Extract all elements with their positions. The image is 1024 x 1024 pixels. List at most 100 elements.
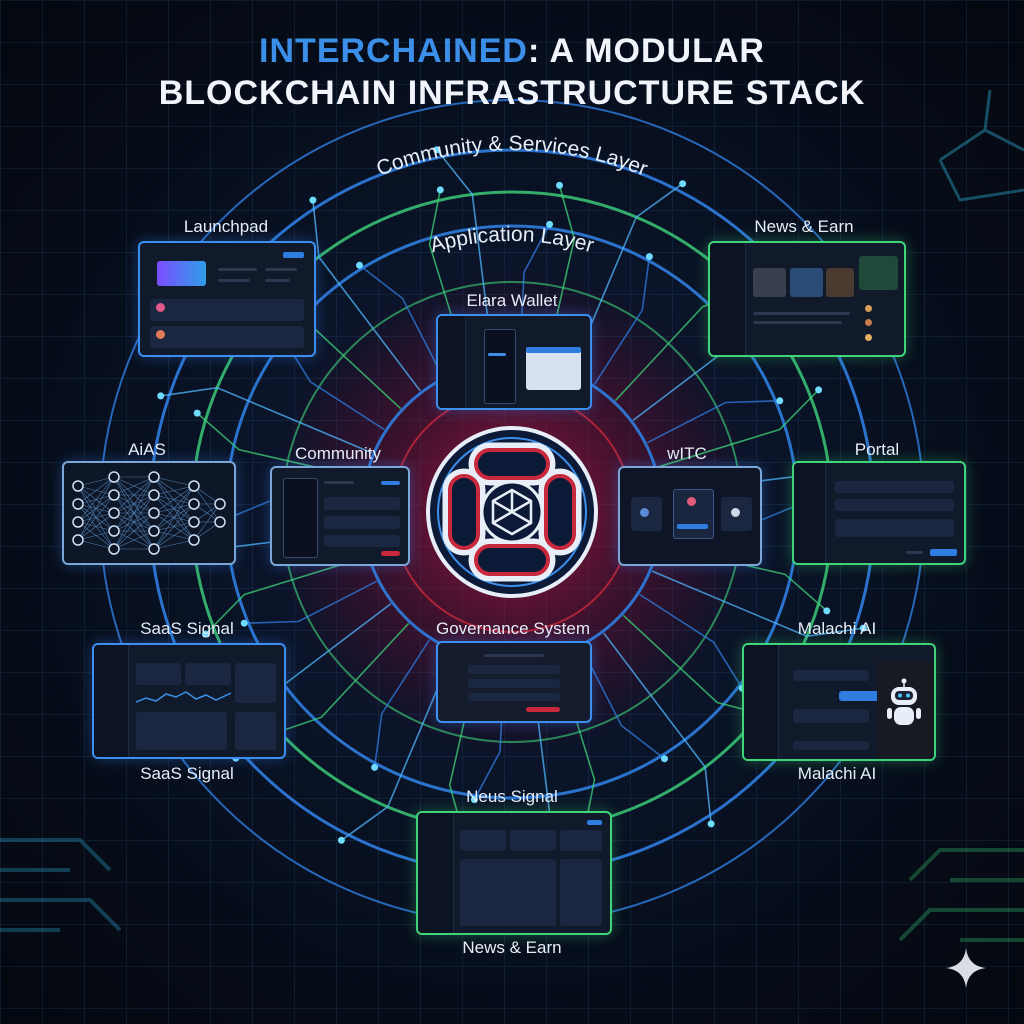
nn-edge	[153, 521, 195, 550]
witc-screen[interactable]	[618, 466, 762, 566]
circuit-node	[193, 409, 201, 417]
circuit-trace	[603, 632, 712, 824]
nn-node	[148, 507, 160, 519]
neus-signal-screen[interactable]	[416, 811, 612, 935]
circuit-node	[823, 607, 831, 615]
nn-node	[148, 489, 160, 501]
nn-node	[214, 516, 226, 528]
nn-node	[188, 480, 200, 492]
circuit-trace	[359, 264, 444, 378]
aias-screen[interactable]	[62, 461, 236, 565]
nn-node	[108, 489, 120, 501]
nn-edge	[153, 476, 195, 487]
governance-screen[interactable]	[436, 641, 592, 723]
label-community: Community	[295, 444, 381, 463]
nn-edge	[77, 539, 115, 550]
circuit-trace	[268, 622, 410, 736]
portal-screen[interactable]	[792, 461, 966, 565]
nn-edge	[193, 503, 221, 541]
label-elara-wallet: Elara Wallet	[466, 291, 558, 310]
circuit-node	[776, 397, 784, 405]
nn-edge	[153, 485, 195, 514]
circuit-trace	[160, 386, 373, 454]
nn-edge	[113, 494, 155, 550]
label-witc: wITC	[667, 444, 707, 463]
circuit-node	[337, 836, 345, 844]
news-earn-top-screen[interactable]	[708, 241, 906, 357]
title-subtitle: : A MODULAR	[527, 32, 765, 70]
circuit-trace	[244, 580, 378, 624]
nn-edge	[113, 512, 155, 550]
circuit-trace	[340, 651, 454, 841]
signal-line-chart	[135, 690, 231, 703]
robot-icon	[886, 678, 921, 725]
governance-vote-button	[526, 706, 560, 713]
launchpad-hero-card	[157, 260, 207, 286]
circuit-trace	[373, 639, 431, 768]
circuit-node	[356, 261, 363, 269]
circuit-trace	[593, 256, 651, 385]
nn-edge	[153, 485, 195, 532]
nn-edge	[113, 476, 155, 550]
nn-edge	[77, 476, 115, 505]
circuit-trace	[436, 149, 494, 362]
nn-node	[188, 516, 200, 528]
circuit-decoration-bottomleft	[0, 838, 122, 932]
circuit-node	[433, 146, 441, 154]
title-brand: INTERCHAINED	[259, 32, 528, 70]
nn-edge	[153, 485, 195, 496]
sparkle-icon	[946, 948, 986, 988]
nn-node	[148, 525, 160, 537]
nn-edge	[153, 539, 195, 550]
nn-node	[108, 543, 120, 555]
label-saas-signal-top: SaaS Signal	[140, 619, 234, 638]
saas-signal-screen[interactable]	[92, 643, 286, 759]
nn-edge	[113, 476, 155, 532]
circuit-node	[859, 624, 867, 632]
community-phone	[282, 477, 318, 559]
nn-edge	[153, 503, 195, 550]
circuit-node	[201, 630, 209, 638]
nn-edge	[77, 476, 115, 541]
nn-edge	[113, 530, 155, 550]
launchpad-screen[interactable]	[138, 241, 316, 357]
label-governance: Governance System	[436, 619, 591, 638]
label-neus-signal: Neus Signal	[466, 787, 558, 806]
wallet-phone	[483, 328, 516, 405]
label-portal: Portal	[854, 440, 900, 459]
community-screen[interactable]	[270, 466, 410, 566]
circuit-node	[546, 220, 554, 228]
nn-node	[72, 534, 84, 546]
circuit-trace	[651, 570, 864, 638]
circuit-node	[309, 196, 317, 204]
circuit-trace	[204, 556, 367, 635]
nn-edge	[77, 476, 115, 523]
nn-edge	[77, 494, 115, 541]
circuit-decoration-bottomright	[898, 848, 1024, 942]
circuit-node	[556, 181, 563, 189]
circuit-trace	[580, 646, 665, 760]
label-news-earn-top: News & Earn	[754, 217, 854, 236]
neural-network-icon	[72, 471, 226, 555]
page-title-line-1: INTERCHAINED: A MODULAR	[0, 32, 1024, 71]
nn-node	[148, 471, 160, 483]
nn-node	[214, 498, 226, 510]
malachi-screen[interactable]	[742, 643, 936, 761]
label-aias: AiAS	[128, 440, 166, 459]
circuit-node	[707, 820, 715, 828]
label-saas-signal-bottom: SaaS Signal	[140, 764, 234, 783]
circuit-decoration-topright	[938, 89, 1024, 202]
nn-edge	[77, 530, 115, 541]
nn-edge	[113, 476, 155, 496]
nn-node	[72, 498, 84, 510]
circuit-trace	[657, 389, 820, 468]
circuit-trace	[646, 400, 780, 444]
nn-node	[188, 498, 200, 510]
elara-wallet-screen[interactable]	[436, 314, 592, 410]
label-malachi-bottom: Malachi AI	[797, 764, 877, 783]
circuit-node	[157, 392, 165, 400]
nn-node	[148, 543, 160, 555]
circuit-node	[645, 253, 653, 261]
circuit-node	[240, 619, 248, 627]
